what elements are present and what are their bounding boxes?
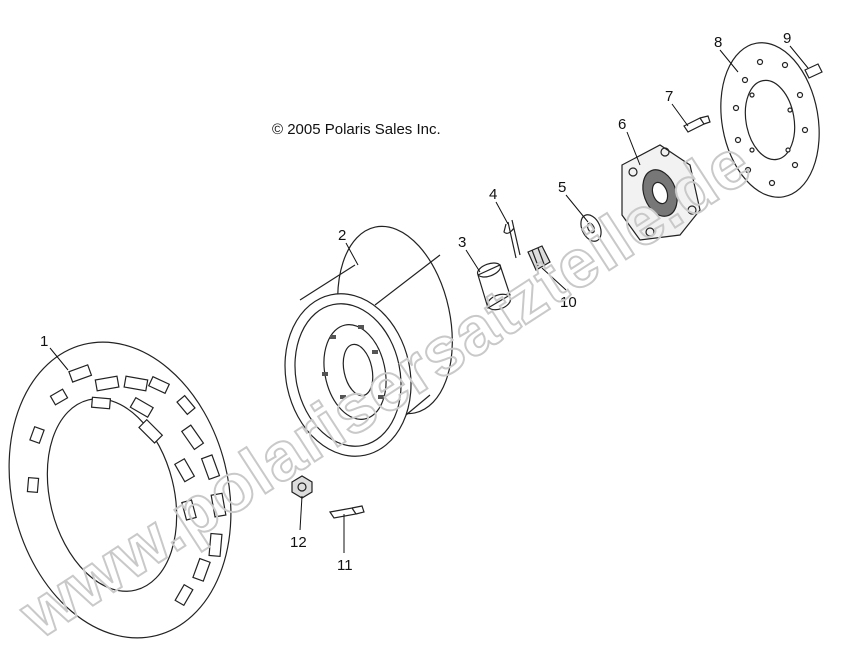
callout-4: 4 xyxy=(489,186,497,203)
callout-numbers: 1 2 3 4 5 6 7 8 9 10 11 12 xyxy=(40,30,791,574)
copyright-notice: © 2005 Polaris Sales Inc. xyxy=(272,121,441,138)
callout-8: 8 xyxy=(714,34,722,51)
callout-11: 11 xyxy=(337,557,353,574)
leader-lines xyxy=(49,45,809,553)
callout-9: 9 xyxy=(783,30,791,47)
callout-7: 7 xyxy=(665,88,673,105)
callout-6: 6 xyxy=(618,116,626,133)
disc-bolt xyxy=(804,63,823,79)
callout-1: 1 xyxy=(40,333,48,350)
castle-nut xyxy=(527,245,551,271)
wheel-stud xyxy=(328,505,365,519)
callout-10: 10 xyxy=(560,294,577,311)
hub-bolt xyxy=(683,115,711,133)
hub xyxy=(621,144,701,241)
tire xyxy=(8,341,232,639)
rim xyxy=(284,225,453,457)
callout-2: 2 xyxy=(338,227,346,244)
callout-3: 3 xyxy=(458,234,466,251)
brake-disc xyxy=(720,42,820,198)
callout-12: 12 xyxy=(290,534,307,551)
cap xyxy=(476,262,512,311)
lug-nut xyxy=(291,475,313,499)
cotter-pin xyxy=(503,219,521,259)
callout-5: 5 xyxy=(558,179,566,196)
washer xyxy=(580,214,602,242)
